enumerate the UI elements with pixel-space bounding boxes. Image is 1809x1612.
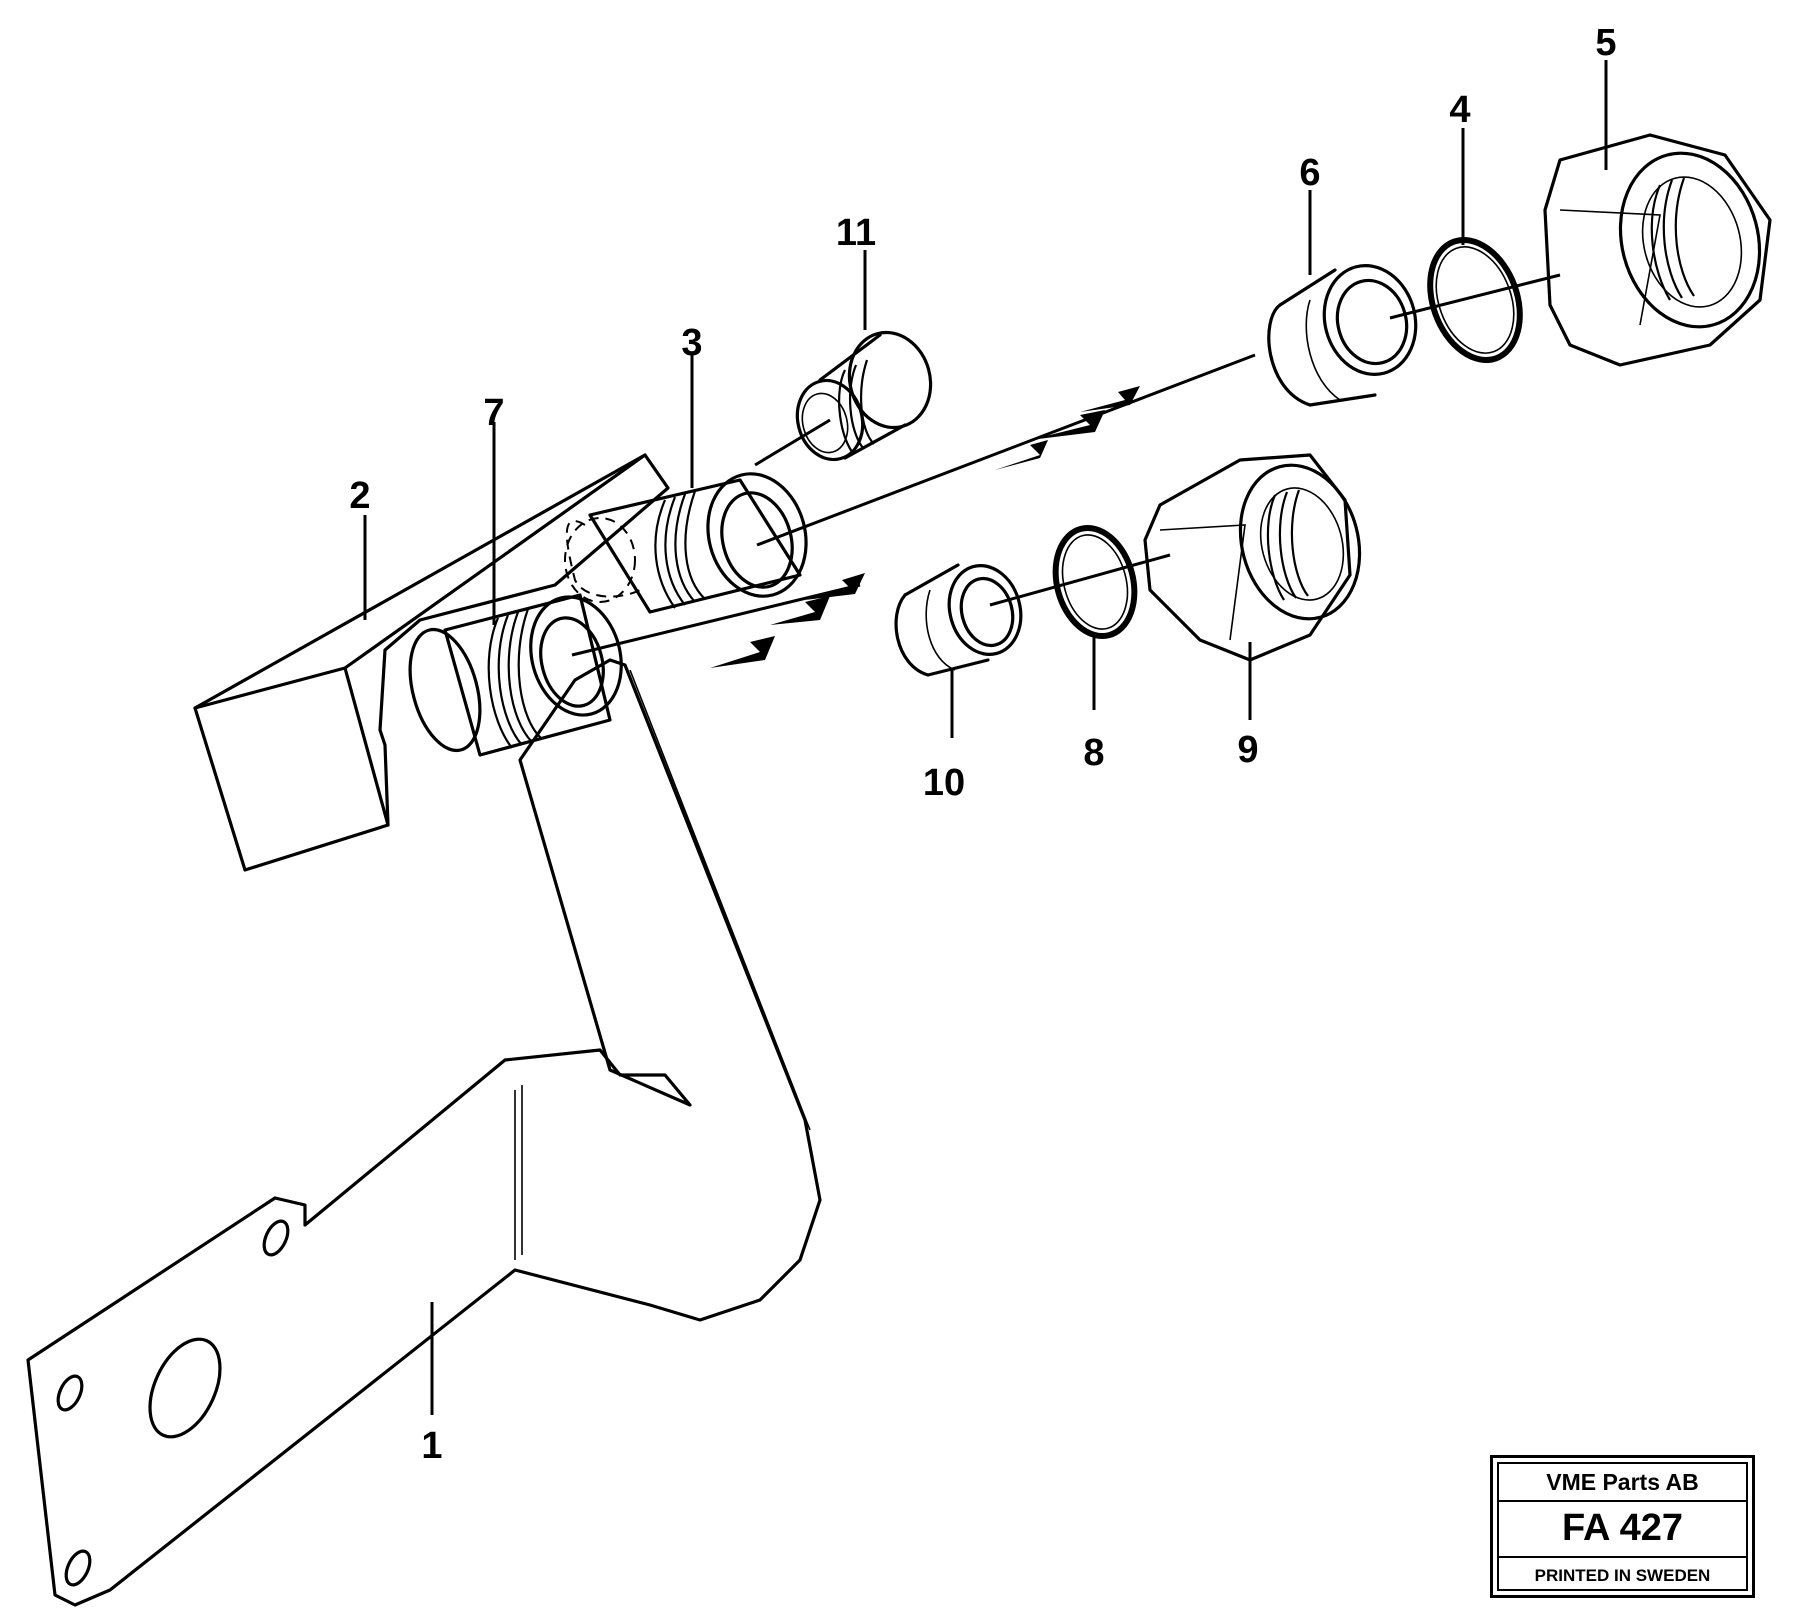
callout-1: 1 (421, 1425, 442, 1467)
o-ring-lower (1052, 524, 1138, 640)
sleeve-upper (1267, 264, 1418, 407)
callout-5: 5 (1595, 22, 1616, 64)
callout-7: 7 (483, 392, 504, 434)
callout-3: 3 (681, 322, 702, 364)
o-ring-upper (1427, 236, 1523, 364)
threaded-nipple-lower (408, 593, 623, 757)
nut-lower (1143, 453, 1362, 662)
bracket-plate (26, 658, 822, 1607)
callout-8: 8 (1083, 732, 1104, 774)
callout-11: 11 (836, 212, 876, 254)
title-block-company: VME Parts AB (1499, 1464, 1746, 1502)
title-block: VME Parts AB FA 427 PRINTED IN SWEDEN (1490, 1455, 1755, 1598)
callout-labels: 1 2 3 4 5 6 7 8 9 10 11 (349, 22, 1616, 1467)
callout-leaders (363, 60, 1608, 1415)
title-block-code: FA 427 (1499, 1500, 1746, 1558)
plug (795, 330, 933, 462)
nut-upper (1543, 133, 1772, 367)
assembly-axes (571, 273, 1561, 657)
threaded-nipple-upper (564, 472, 808, 614)
callout-9: 9 (1237, 729, 1258, 771)
sleeve-lower (894, 563, 1023, 677)
callout-6: 6 (1299, 152, 1320, 194)
direction-arrows (710, 386, 1140, 668)
callout-10: 10 (923, 762, 965, 804)
title-block-printed: PRINTED IN SWEDEN (1534, 1566, 1711, 1585)
callout-4: 4 (1449, 89, 1470, 131)
callout-2: 2 (349, 475, 370, 517)
